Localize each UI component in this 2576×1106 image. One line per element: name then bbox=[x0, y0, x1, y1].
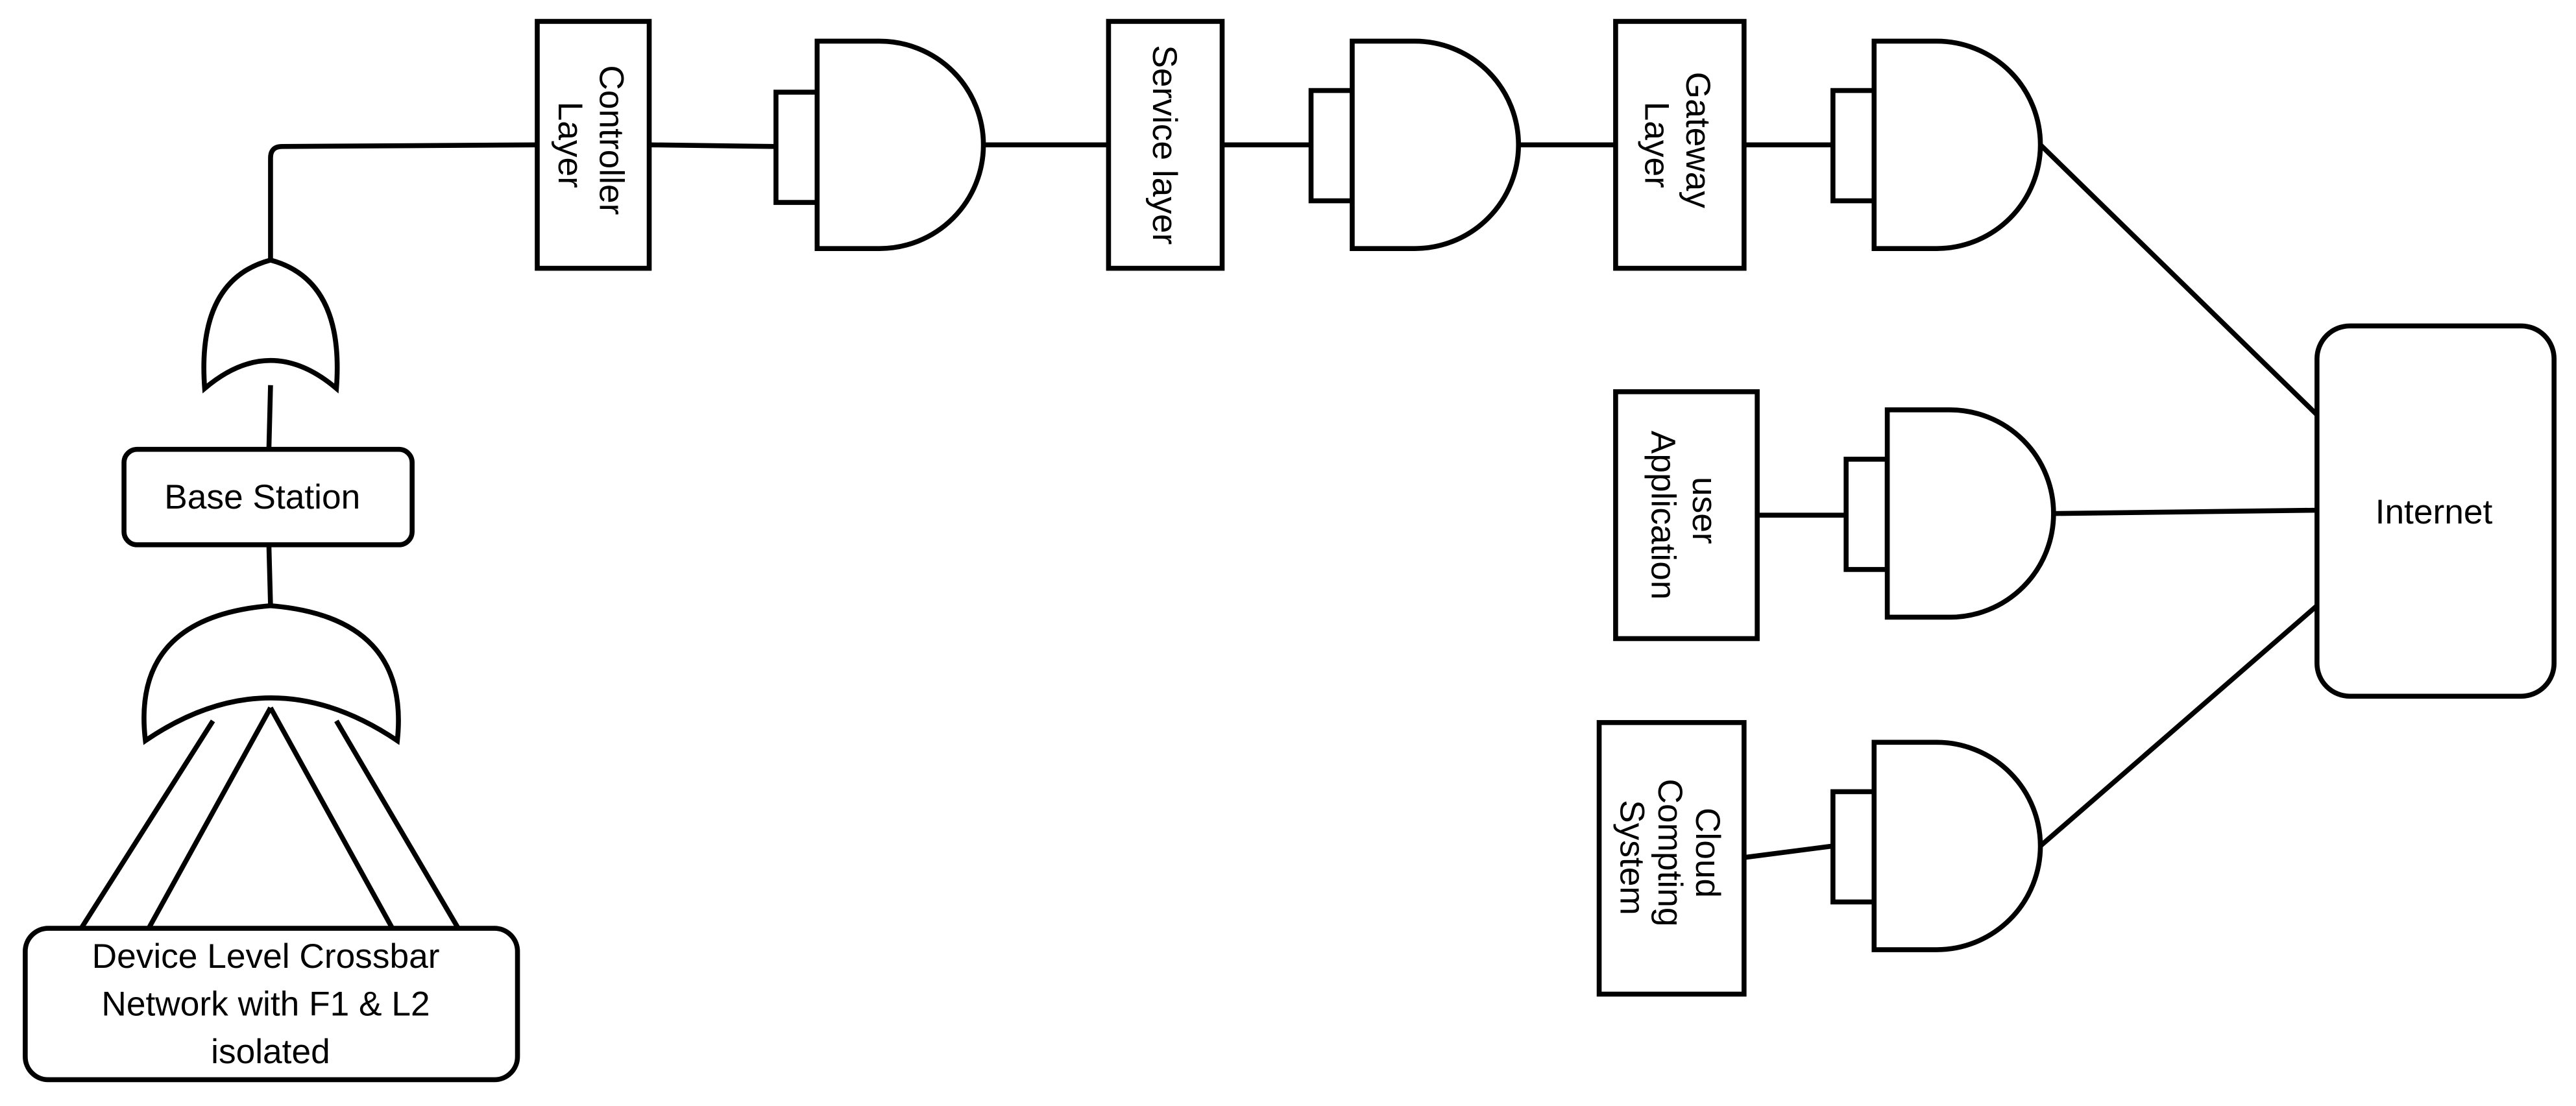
connection-lines bbox=[79, 142, 2319, 930]
wire-controller-to-and1 bbox=[649, 142, 776, 149]
wire-and3-to-internet bbox=[2038, 143, 2319, 417]
or-gate-top bbox=[201, 257, 340, 394]
wire-and4-to-internet bbox=[2053, 507, 2317, 516]
wire-base-or-to-controller bbox=[268, 142, 538, 260]
service-layer-label: Service layer bbox=[1145, 45, 1184, 245]
wire-device-to-or-1 bbox=[79, 719, 215, 930]
user-application-box bbox=[1613, 389, 1760, 642]
wire-cloud-to-and5 bbox=[1744, 843, 1834, 860]
user-application-label: user Application bbox=[1644, 431, 1723, 600]
or-gate-bottom bbox=[141, 603, 401, 745]
and-gate-1 bbox=[773, 38, 986, 251]
wire-and5-to-internet bbox=[2039, 603, 2319, 848]
wire-base-to-or-bottom bbox=[266, 544, 273, 606]
wire-device-to-or-3 bbox=[268, 706, 395, 930]
device-network-box bbox=[23, 926, 520, 1083]
gateway-layer-box bbox=[1613, 19, 1747, 271]
wire-or-top-to-base bbox=[266, 385, 273, 450]
and-gate-5 bbox=[1830, 739, 2043, 952]
internet-box bbox=[2315, 323, 2557, 699]
cloud-computing-box bbox=[1596, 720, 1747, 997]
base-station-box bbox=[121, 446, 415, 547]
gateway-layer-label: Gateway Layer bbox=[1638, 72, 1717, 218]
wire-device-to-or-2 bbox=[146, 706, 273, 930]
internet-label: Internet bbox=[2376, 493, 2493, 531]
controller-layer-box bbox=[535, 19, 652, 271]
base-station-label: Base Station bbox=[164, 478, 360, 516]
controller-layer-label: Controller Layer bbox=[551, 65, 630, 224]
device-network-label: Device Level Crossbar Network with F1 & … bbox=[92, 937, 450, 1071]
and-gate-2 bbox=[1308, 38, 1522, 251]
cloud-computing-label: Cloud Compting System bbox=[1613, 779, 1727, 937]
and-gate-3 bbox=[1830, 38, 2043, 251]
wire-device-to-or-4 bbox=[334, 719, 461, 930]
service-layer-box bbox=[1106, 19, 1225, 271]
and-gate-4 bbox=[1843, 407, 2056, 620]
